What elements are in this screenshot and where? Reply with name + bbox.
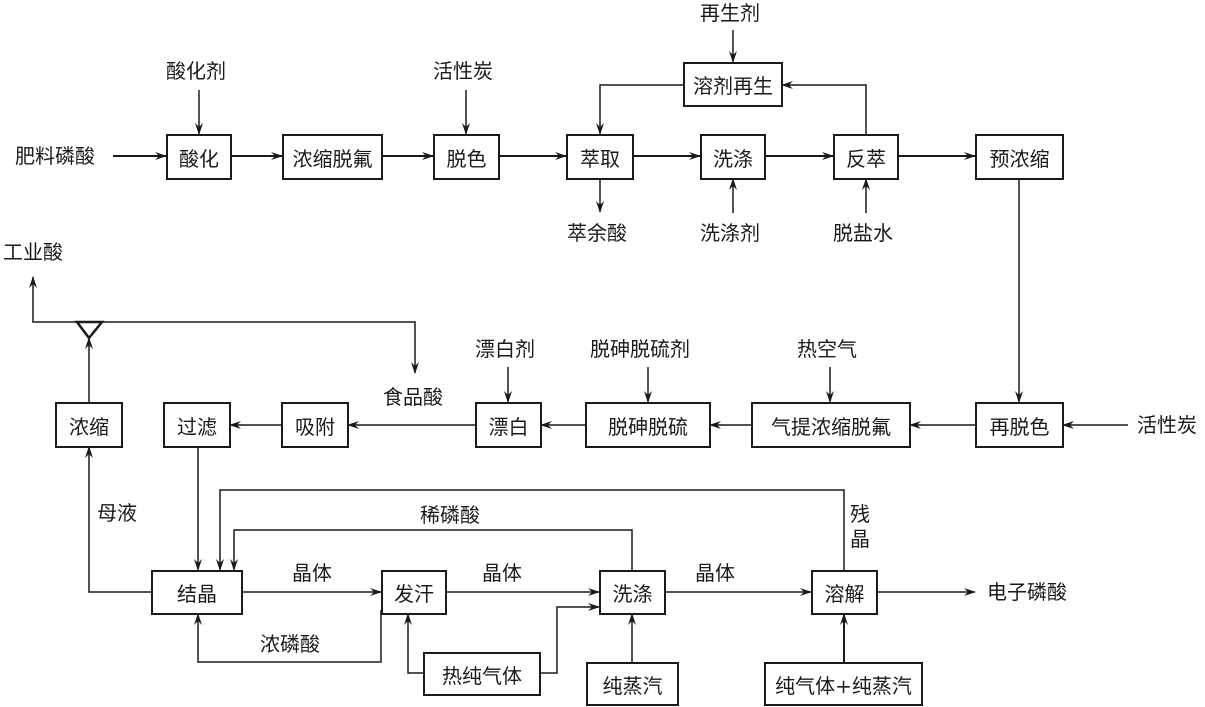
label-raffinate-acid: 萃余酸: [567, 221, 627, 245]
unit-extraction: 萃取: [566, 134, 634, 180]
unit-concentration: 浓缩: [55, 402, 123, 448]
unit-back-extraction: 反萃: [833, 134, 899, 180]
label-crystal-3: 晶体: [695, 561, 735, 585]
unit-solvent-regeneration: 溶剂再生: [683, 62, 783, 107]
flow-regen-to-extraction: [596, 84, 683, 135]
unit-decolorization: 脱色: [433, 134, 500, 180]
label-mother-liquor: 母液: [97, 501, 137, 525]
flow-hotgas-to-sweating: [404, 613, 423, 674]
label-industrial-acid: 工业酸: [3, 240, 63, 264]
label-acidifier: 酸化剂: [166, 59, 226, 83]
flow-splitter-to-industrial: [29, 276, 77, 323]
flow-backextraction-to-regen: [781, 81, 867, 134]
label-crystal-2: 晶体: [482, 561, 522, 585]
label-bleach-agent: 漂白剂: [475, 337, 535, 361]
flow-washing-dilute-to-crystallization: [230, 529, 633, 571]
flow-splitter-to-food: [102, 321, 419, 374]
unit-sweating: 发汗: [381, 570, 447, 615]
flow-sweating-to-crystallization: [194, 610, 382, 663]
label-activated-carbon-1: 活性炭: [433, 59, 493, 83]
label-conc-phosphoric: 浓磷酸: [260, 632, 320, 656]
unit-adsorption: 吸附: [281, 402, 349, 448]
flow-crystallization-to-concentration: [85, 446, 151, 593]
unit-bleaching: 漂白: [475, 402, 542, 448]
label-food-acid: 食品酸: [383, 385, 443, 409]
unit-re-decolorization: 再脱色: [975, 402, 1064, 448]
label-electronic-acid: 电子磷酸: [987, 580, 1067, 604]
unit-concentration-defluorination: 浓缩脱氟: [282, 134, 383, 180]
unit-filtration: 过滤: [163, 402, 231, 448]
label-desalted-water: 脱盐水: [833, 221, 893, 245]
label-feed-acid: 肥料磷酸: [15, 144, 95, 168]
label-crystal-1: 晶体: [292, 561, 332, 585]
unit-pure-steam: 纯蒸汽: [586, 662, 679, 706]
label-dilute-phosphoric: 稀磷酸: [420, 503, 480, 527]
label-washing-agent: 洗涤剂: [700, 221, 760, 245]
unit-dearsenic-desulfurization: 脱砷脱硫: [585, 402, 711, 448]
label-activated-carbon-2: 活性炭: [1137, 413, 1197, 437]
unit-crystallization: 结晶: [151, 570, 243, 615]
label-regenerant: 再生剂: [700, 1, 760, 25]
unit-washing-upper: 洗涤: [700, 134, 766, 180]
unit-pure-gas-steam: 纯气体+纯蒸汽: [764, 662, 923, 706]
label-residual-crystal: 残晶: [850, 502, 870, 551]
unit-washing-lower: 洗涤: [599, 570, 666, 615]
label-hot-air: 热空气: [797, 337, 857, 361]
flow-hotgas-to-washing: [540, 603, 600, 674]
unit-pre-concentration: 预浓缩: [975, 134, 1064, 180]
unit-dissolution: 溶解: [811, 570, 878, 615]
flow-dissolution-residual-to-crystallization: [216, 489, 845, 571]
splitter-icon: [74, 320, 105, 341]
unit-acidification: 酸化: [166, 134, 232, 180]
unit-hot-pure-gas: 热纯气体: [423, 652, 541, 696]
label-dearsenic-agent: 脱砷脱硫剂: [590, 337, 690, 361]
unit-stripping-concentration-defluorination: 气提浓缩脱氟: [751, 402, 911, 448]
